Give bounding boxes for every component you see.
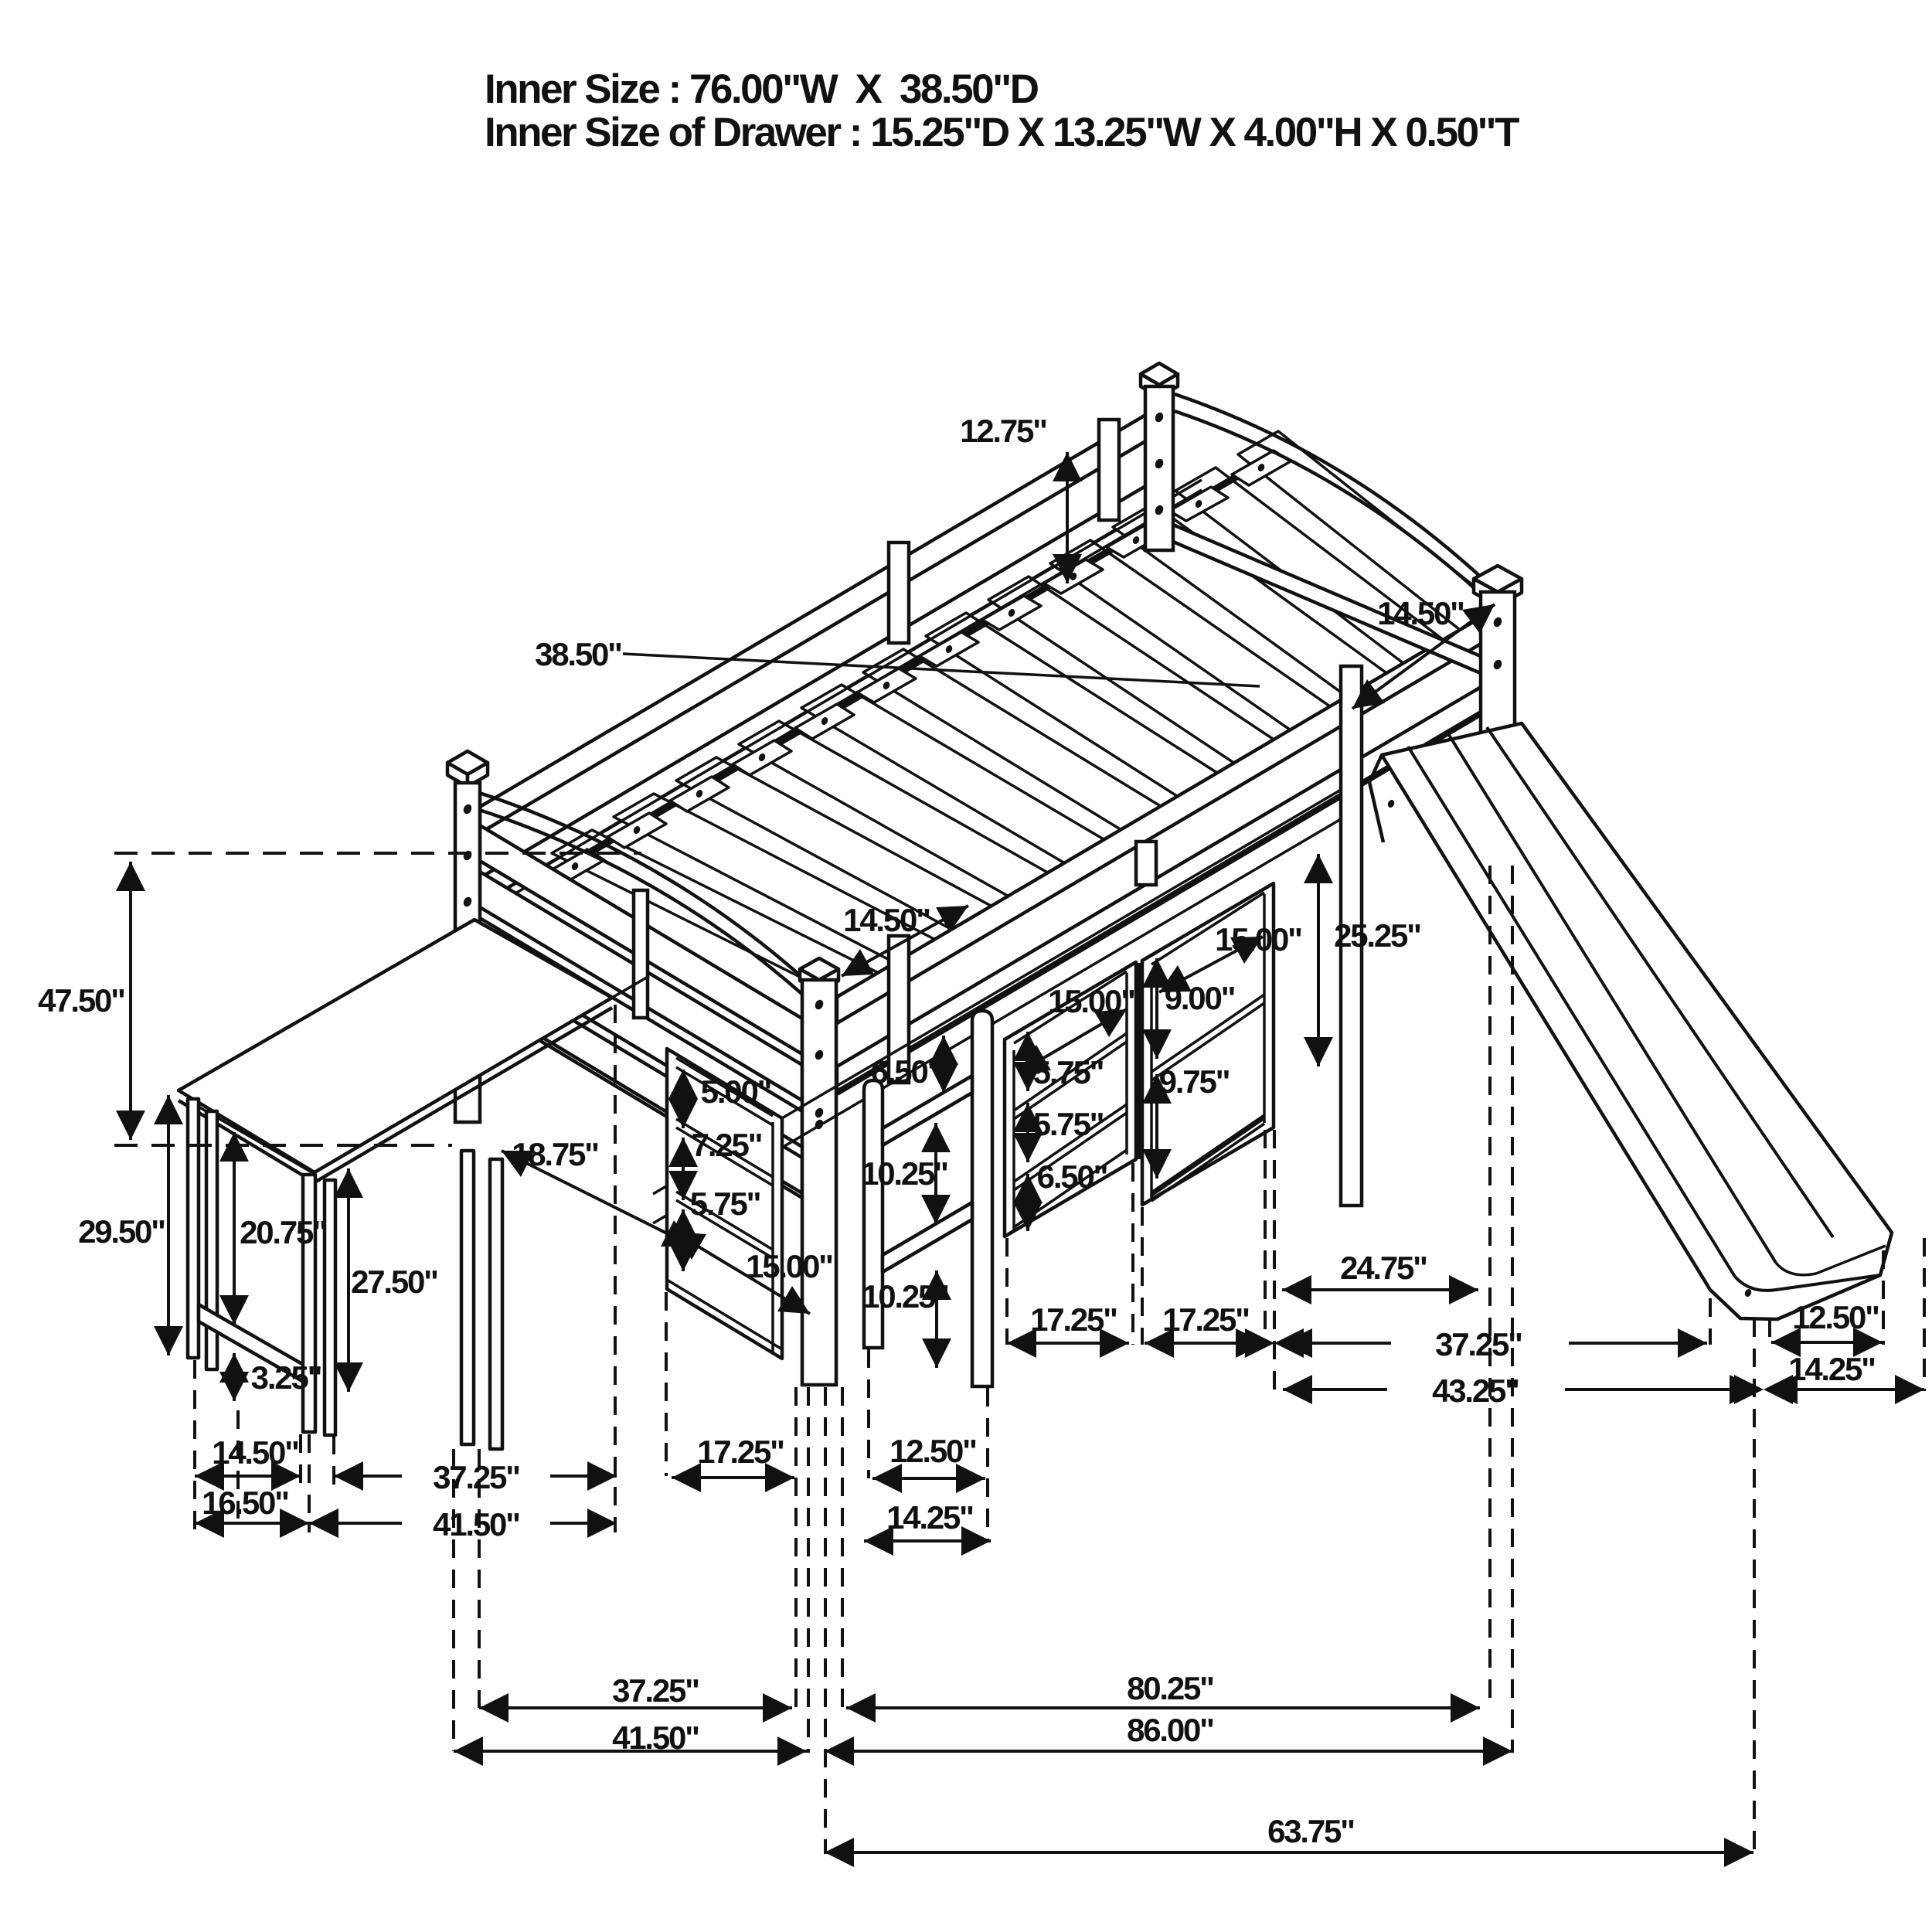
svg-text:12.50": 12.50" bbox=[1792, 1299, 1879, 1335]
svg-text:37.25": 37.25" bbox=[433, 1459, 519, 1495]
svg-text:47.50": 47.50" bbox=[38, 982, 124, 1019]
svg-text:63.75": 63.75" bbox=[1267, 1813, 1354, 1849]
svg-text:80.25": 80.25" bbox=[1127, 1670, 1213, 1706]
svg-text:14.50": 14.50" bbox=[212, 1434, 298, 1471]
svg-text:12.50": 12.50" bbox=[889, 1433, 976, 1469]
svg-text:86.00": 86.00" bbox=[1127, 1712, 1213, 1748]
svg-text:Inner Size of Drawer : 15.25"D: Inner Size of Drawer : 15.25"D X 13.25"W… bbox=[485, 110, 1519, 155]
svg-text:14.25": 14.25" bbox=[1788, 1351, 1875, 1387]
svg-text:7.25": 7.25" bbox=[692, 1127, 762, 1163]
svg-text:3.25": 3.25" bbox=[251, 1359, 321, 1396]
svg-text:12.75": 12.75" bbox=[960, 413, 1046, 449]
svg-text:Inner Size : 76.00"W X 38.50: Inner Size : 76.00"W X 38.50"D bbox=[485, 66, 1039, 112]
svg-text:27.50": 27.50" bbox=[351, 1264, 437, 1300]
svg-text:14.50": 14.50" bbox=[843, 902, 930, 938]
svg-text:37.25": 37.25" bbox=[612, 1672, 699, 1709]
svg-text:25.25": 25.25" bbox=[1334, 917, 1420, 954]
svg-text:41.50": 41.50" bbox=[433, 1506, 519, 1543]
svg-text:20.75": 20.75" bbox=[240, 1214, 326, 1250]
svg-text:14.25": 14.25" bbox=[886, 1499, 973, 1536]
svg-text:6.50": 6.50" bbox=[871, 1053, 941, 1090]
svg-text:5.00": 5.00" bbox=[701, 1073, 771, 1110]
svg-text:5.75": 5.75" bbox=[690, 1185, 760, 1222]
svg-text:14.50": 14.50" bbox=[1377, 595, 1464, 631]
svg-text:37.25": 37.25" bbox=[1435, 1326, 1522, 1362]
svg-text:5.75": 5.75" bbox=[1033, 1106, 1104, 1142]
svg-text:5.75": 5.75" bbox=[1033, 1054, 1104, 1090]
svg-text:6.50": 6.50" bbox=[1037, 1158, 1107, 1195]
svg-text:15.00": 15.00" bbox=[746, 1248, 832, 1284]
svg-text:9.75": 9.75" bbox=[1159, 1063, 1230, 1100]
svg-text:24.75": 24.75" bbox=[1340, 1250, 1427, 1286]
svg-text:9.00": 9.00" bbox=[1165, 980, 1235, 1016]
svg-text:29.50": 29.50" bbox=[78, 1213, 165, 1250]
svg-text:43.25": 43.25" bbox=[1432, 1372, 1519, 1409]
svg-text:17.25": 17.25" bbox=[697, 1434, 784, 1470]
svg-text:38.50": 38.50" bbox=[535, 636, 621, 672]
